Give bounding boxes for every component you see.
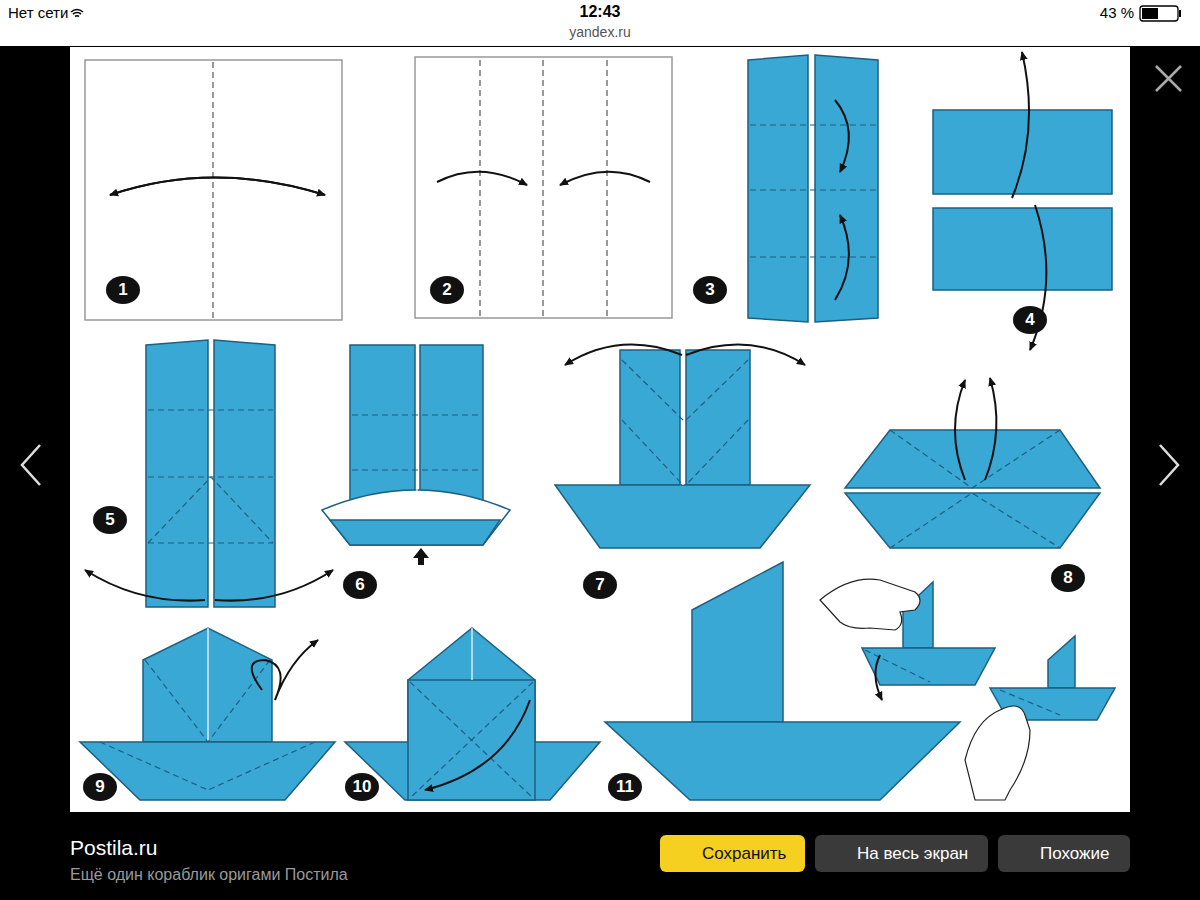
callout-number: 3 bbox=[693, 276, 727, 304]
button: На весь экран bbox=[815, 835, 988, 872]
button-label: На весь экран bbox=[857, 844, 968, 863]
button-label: Сохранить bbox=[702, 844, 786, 863]
status-text: Нет сети bbox=[8, 4, 68, 21]
callout-number: 4 bbox=[1013, 306, 1047, 334]
callout-number: 6 bbox=[343, 571, 377, 599]
callout-number: 7 bbox=[583, 571, 617, 599]
button-label: Похожие bbox=[1040, 844, 1109, 863]
callout-number: 8 bbox=[1051, 564, 1085, 592]
status-text: yandex.ru bbox=[569, 24, 630, 40]
callout-number: 1 bbox=[106, 276, 140, 304]
callout-number: 11 bbox=[608, 773, 642, 801]
button: Похожие bbox=[998, 835, 1130, 872]
status-text: 43 % bbox=[1100, 4, 1134, 21]
button: Сохранить bbox=[660, 835, 805, 872]
callout-number: 2 bbox=[430, 276, 464, 304]
status-text: 12:43 bbox=[580, 3, 621, 21]
callout-number: 10 bbox=[345, 773, 379, 801]
page-title: Postila.ru bbox=[70, 836, 158, 860]
image-caption: Ещё один кораблик оригами Постила bbox=[70, 866, 348, 884]
callout-number: 9 bbox=[83, 773, 117, 801]
callout-number: 5 bbox=[93, 506, 127, 534]
